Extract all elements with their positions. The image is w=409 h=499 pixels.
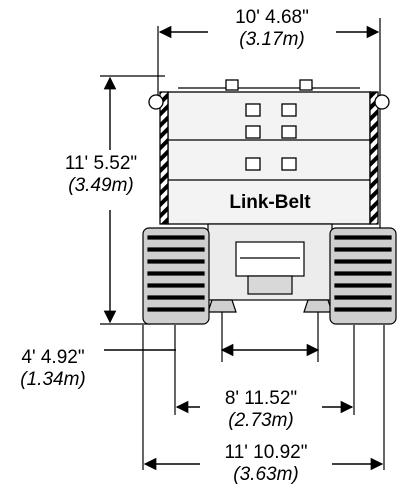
- top-width-metric: (3.17m): [239, 29, 305, 50]
- track-gauge-imperial: 8' 11.52": [224, 388, 298, 409]
- overall-width-metric: (3.63m): [233, 464, 299, 485]
- track-shoe-width-metric: (1.34m): [20, 369, 86, 390]
- upper-house: [148, 79, 390, 225]
- overall-height-imperial: 11' 5.52": [64, 153, 138, 174]
- overall-width-imperial: 11' 10.92": [224, 442, 308, 463]
- overall-height-metric: (3.49m): [68, 175, 134, 196]
- top-width-label: 10' 4.68" (3.17m): [212, 7, 332, 51]
- carbody: [207, 223, 333, 313]
- overall-width-label: 11' 10.92" (3.63m): [206, 442, 326, 486]
- overall-height-label: 11' 5.52" (3.49m): [52, 153, 150, 197]
- dimension-arrows: [103, 25, 384, 471]
- left-track: [142, 227, 210, 325]
- track-gauge-metric: (2.73m): [228, 410, 294, 431]
- track-shoe-width-label: 4' 4.92" (1.34m): [4, 347, 102, 391]
- brand-logo-text: Link-Belt: [229, 192, 311, 213]
- top-width-imperial: 10' 4.68": [235, 7, 309, 28]
- track-gauge-label: 8' 11.52" (2.73m): [207, 388, 315, 432]
- right-track: [329, 227, 397, 325]
- track-shoe-width-imperial: 4' 4.92": [21, 347, 85, 368]
